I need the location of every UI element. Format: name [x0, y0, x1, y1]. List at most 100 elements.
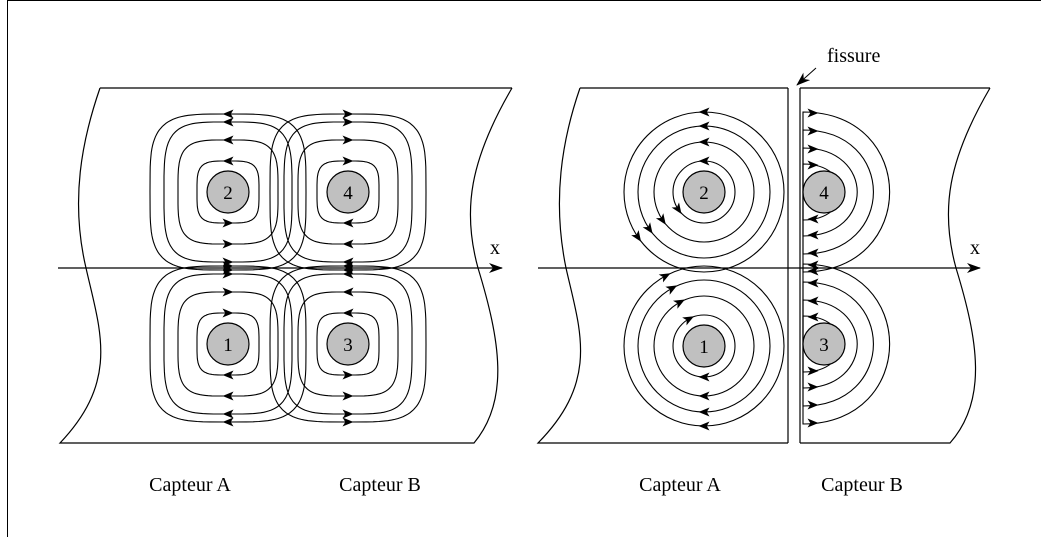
right-sensor-3-field-loop-1-arrow-top — [807, 312, 819, 322]
left-sensor-4-field-loop-4-arrow-top — [342, 109, 354, 119]
left-sensor-4: 4 — [326, 170, 370, 214]
right-sensor-3-field-loop-2-arrow-bottom — [807, 382, 819, 392]
left-sensor-3-field-loop-1-arrow-top — [342, 308, 354, 318]
left-sensor-3-field-loop-1 — [316, 312, 380, 376]
right-sensor-2-label: 2 — [699, 183, 709, 204]
right-sensor-2-field-loop-4-arrow — [631, 230, 642, 242]
left-sensor-4-field-loop-3 — [283, 121, 413, 263]
left-sensor-3: 3 — [326, 322, 370, 366]
left-sensor-2-field-loop-2 — [177, 139, 279, 245]
left-caption-a: Capteur A — [149, 474, 231, 496]
right-sensor-1-field-loop-1-arrow — [682, 316, 694, 326]
figure-frame — [7, 0, 1041, 537]
left-sensor-4-field-loop-1 — [316, 160, 380, 224]
left-sensor-1-field-loop-4-arrow-bottom — [222, 417, 234, 427]
right-sensor-1-field-loop-3-arrow — [665, 285, 678, 295]
left-sensor-2-field-loop-3 — [163, 121, 293, 263]
right-sensor-2-field-loop-3-arrow — [642, 222, 653, 234]
left-x-axis-label: x — [490, 237, 500, 259]
left-sensor-2-label: 2 — [223, 183, 233, 204]
left-plate-outline — [58, 87, 513, 444]
left-sensor-1-field-loop-4-arrow-top — [222, 261, 234, 271]
left-sensor-3-field-loop-3-arrow-bottom — [342, 409, 354, 419]
right-sensor-3-field-loop-2 — [802, 299, 858, 389]
right-sensor-3-field-loop-3 — [802, 281, 874, 407]
left-sensor-2-field-loop-2-arrow-top — [222, 135, 234, 145]
left-sensor-4-label: 4 — [343, 183, 353, 204]
left-sensor-4-field-loop-1-arrow-bottom — [342, 218, 354, 228]
left-panel: x 2 4 1 3 Capteur A Capteur B — [58, 87, 513, 496]
left-sensor-4-field-loop-2 — [297, 139, 399, 245]
left-sensor-2-field-loop-3-arrow-top — [222, 117, 234, 127]
left-sensor-2-field-loop-4 — [149, 113, 307, 271]
right-sensor-4-field-loop-1-arrow-bottom — [807, 214, 819, 224]
left-sensor-2-field-loop-1-arrow-top — [222, 156, 234, 166]
left-sensor-4-field-loop-1-arrow-top — [342, 156, 354, 166]
left-sensor-1-field-loop-3-arrow-bottom — [222, 409, 234, 419]
right-sensor-4-field-loop-2-arrow-top — [807, 144, 819, 154]
left-sensor-1-field-loop-2-arrow-top — [222, 287, 234, 297]
right-sensor-3-field-loop-3-arrow-top — [807, 278, 819, 288]
right-sensor-3-field-loop-2-arrow-top — [807, 296, 819, 306]
crack-label: fissure — [827, 45, 880, 67]
left-sensor-1-field-loop-4 — [149, 265, 307, 423]
right-sensor-2-field-loop-1-arrow — [671, 202, 682, 214]
right-sensor-4-field-loop-2 — [802, 147, 858, 237]
left-sensor-1: 1 — [206, 322, 250, 366]
right-caption-b: Capteur B — [821, 474, 903, 496]
right-sensor-4-field-loop-4-arrow-top — [807, 108, 819, 118]
left-sensor-3-field-loop-3-arrow-top — [342, 269, 354, 279]
left-sensor-1-field-loop-1-arrow-top — [222, 308, 234, 318]
left-sensor-1-field-loop-1 — [196, 312, 260, 376]
left-sensor-3-field-loop-2-arrow-bottom — [342, 391, 354, 401]
right-sensor-2: 2 — [682, 170, 726, 214]
left-sensor-1-label: 1 — [223, 335, 233, 356]
right-sensor-4-field-loop-4-arrow-bottom — [807, 266, 819, 276]
right-sensor-4-field-loop-3-arrow-bottom — [807, 248, 819, 258]
left-sensor-1-field-loop-3 — [163, 273, 293, 415]
right-sensor-4-field-loop-3-arrow-top — [807, 126, 819, 136]
right-sensor-2-field-loop-1-arrow-2 — [698, 156, 710, 166]
right-sensor-1-field-loop-1-arrow-2 — [698, 372, 710, 382]
right-sensor-4-field-loop-2-arrow-bottom — [807, 230, 819, 240]
left-sensor-3-field-loop-2 — [297, 291, 399, 397]
right-sensor-4: 4 — [802, 170, 846, 214]
right-sensor-1-field-loop-2-arrow-2 — [698, 391, 710, 401]
right-sensor-2-field-loop-2-arrow-2 — [698, 137, 710, 147]
left-sensor-2-field-loop-4-arrow-top — [222, 109, 234, 119]
right-sensor-2-field-loop-3-arrow-2 — [698, 121, 710, 131]
right-sensor-3: 3 — [802, 322, 846, 366]
left-sensor-2-field-loop-1-arrow-bottom — [222, 218, 234, 228]
left-sensor-3-label: 3 — [343, 335, 353, 356]
right-sensor-1-field-loop-4-arrow-2 — [698, 421, 710, 431]
right-sensor-3-field-loop-3-arrow-bottom — [807, 400, 819, 410]
right-sensor-4-label: 4 — [819, 183, 829, 204]
left-sensor-1-field-loop-1-arrow-bottom — [222, 370, 234, 380]
right-sensor-3-field-loop-4-arrow-top — [807, 260, 819, 270]
left-sensor-3-field-loop-2-arrow-top — [342, 287, 354, 297]
right-sensor-3-label: 3 — [819, 335, 829, 356]
left-sensor-3-field-loop-4 — [269, 265, 427, 423]
right-sensor-4-field-loop-3 — [802, 129, 874, 255]
left-sensor-3-field-loop-1-arrow-bottom — [342, 370, 354, 380]
right-sensor-3-field-loop-4 — [802, 263, 891, 425]
left-field-lines — [149, 109, 427, 427]
left-sensor-2: 2 — [206, 170, 250, 214]
right-sensor-1-field-loop-4-arrow — [658, 273, 671, 283]
right-sensor-2-field-loop-4-arrow-2 — [698, 107, 710, 117]
right-sensor-1-field-loop-3-arrow-2 — [698, 407, 710, 417]
right-caption-a: Capteur A — [639, 474, 721, 496]
left-sensor-3-field-loop-3 — [283, 273, 413, 415]
left-sensor-1-field-loop-2-arrow-bottom — [222, 391, 234, 401]
left-sensor-3-field-loop-4-arrow-bottom — [342, 417, 354, 427]
right-plate-outline — [536, 87, 991, 444]
right-sensor-1: 1 — [682, 324, 726, 368]
crack-pointer — [796, 67, 817, 86]
right-field-lines — [623, 107, 891, 431]
left-sensor-1-field-loop-3-arrow-top — [222, 269, 234, 279]
right-sensor-4-field-loop-1-arrow-top — [807, 160, 819, 170]
right-sensor-1-field-loop-2-arrow — [673, 299, 685, 309]
right-sensor-3-field-loop-4-arrow-bottom — [807, 418, 819, 428]
left-sensor-4-field-loop-4 — [269, 113, 427, 271]
